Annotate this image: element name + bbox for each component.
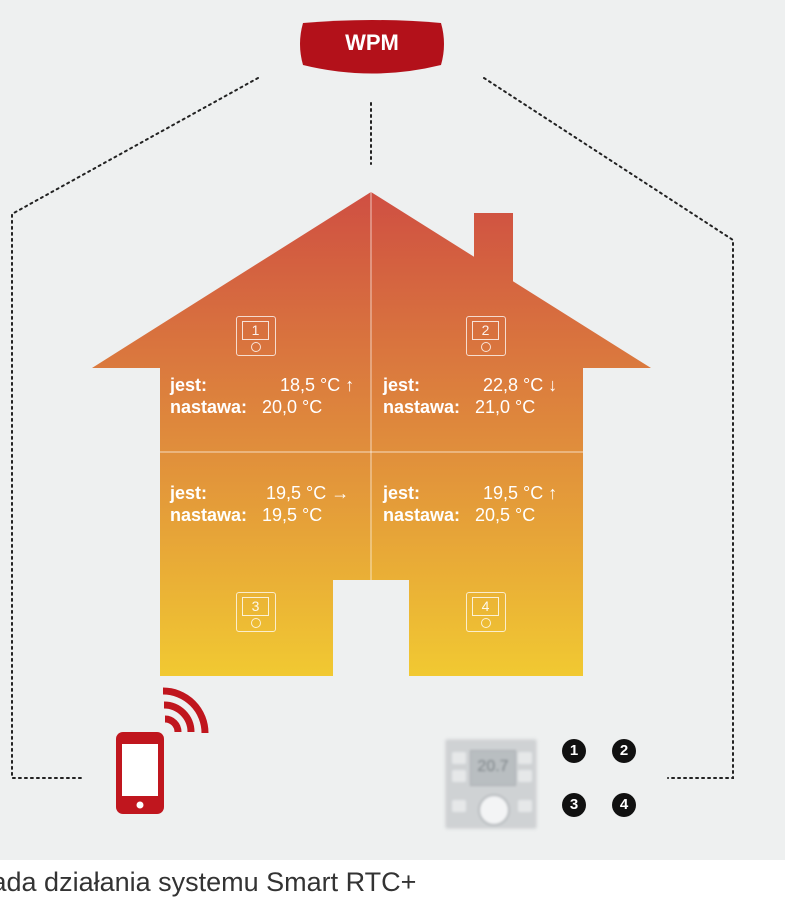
setpoint-label: nastawa: bbox=[170, 397, 248, 417]
device-number: 4 bbox=[472, 597, 499, 616]
wall-controller-image: 20.7 bbox=[444, 738, 538, 830]
caption: sada działania systemu Smart RTC+ bbox=[0, 867, 417, 897]
room-thermostat-icon-1: 1 bbox=[236, 316, 276, 356]
controller-display: 20.7 bbox=[470, 750, 516, 786]
controller-dial bbox=[478, 794, 510, 826]
zone-badge-2: 2 bbox=[612, 739, 636, 763]
controller-button bbox=[452, 752, 466, 764]
device-knob bbox=[251, 342, 261, 352]
room-1-readings: jest: 18,5 °C ↑ nastawa: 20,0 °C bbox=[170, 374, 365, 418]
room-thermostat-icon-2: 2 bbox=[466, 316, 506, 356]
device-knob bbox=[251, 618, 261, 628]
current-temp-value: 19,5 °C ↑ bbox=[483, 483, 558, 503]
current-temp-value: 18,5 °C ↑ bbox=[280, 375, 355, 395]
wifi-signal-icon bbox=[162, 687, 209, 734]
controller-button bbox=[452, 770, 466, 782]
zone-badge-3: 3 bbox=[562, 793, 586, 817]
zone-badge-1: 1 bbox=[562, 739, 586, 763]
zone-badge-4: 4 bbox=[612, 793, 636, 817]
setpoint-label: nastawa: bbox=[170, 505, 248, 525]
controller-button bbox=[452, 800, 466, 812]
setpoint-value: 20,5 °C bbox=[475, 505, 536, 525]
smartphone-icon bbox=[116, 732, 164, 814]
setpoint-label: nastawa: bbox=[383, 505, 461, 525]
setpoint-value: 20,0 °C bbox=[262, 397, 323, 417]
connection-lines bbox=[11, 77, 734, 779]
current-temp-label: jest: bbox=[383, 375, 421, 395]
device-knob bbox=[481, 342, 491, 352]
right-connection-line bbox=[483, 77, 734, 779]
current-temp-label: jest: bbox=[383, 483, 421, 503]
controller-button bbox=[518, 800, 532, 812]
setpoint-value: 19,5 °C bbox=[262, 505, 323, 525]
controller-button bbox=[518, 770, 532, 782]
device-number: 2 bbox=[472, 321, 499, 340]
device-number: 3 bbox=[242, 597, 269, 616]
room-4-readings: jest: 19,5 °C ↑ nastawa: 20,5 °C bbox=[383, 482, 583, 526]
current-temp-value: 22,8 °C ↓ bbox=[483, 375, 558, 395]
wpm-label: WPM bbox=[345, 30, 399, 55]
device-number: 1 bbox=[242, 321, 269, 340]
device-knob bbox=[481, 618, 491, 628]
left-connection-line bbox=[11, 77, 259, 779]
room-2-readings: jest: 22,8 °C ↓ nastawa: 21,0 °C bbox=[383, 374, 583, 418]
room-thermostat-icon-3: 3 bbox=[236, 592, 276, 632]
house bbox=[92, 192, 651, 676]
room-3-readings: jest: 19,5 °C → nastawa: 19,5 °C bbox=[170, 482, 370, 526]
controller-button bbox=[518, 752, 532, 764]
current-temp-label: jest: bbox=[170, 375, 208, 395]
current-temp-label: jest: bbox=[170, 483, 208, 503]
room-thermostat-icon-4: 4 bbox=[466, 592, 506, 632]
current-temp-value: 19,5 °C → bbox=[266, 483, 350, 503]
setpoint-label: nastawa: bbox=[383, 397, 461, 417]
setpoint-value: 21,0 °C bbox=[475, 397, 536, 417]
wpm-badge bbox=[300, 20, 444, 74]
